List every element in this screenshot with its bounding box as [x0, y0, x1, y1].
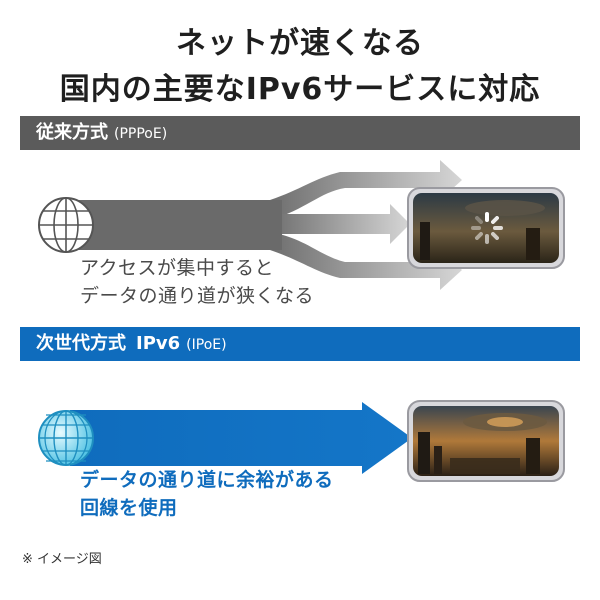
loading-spinner-icon: [471, 212, 503, 244]
legacy-caption-line-2: データの通り道が狭くなる: [80, 285, 315, 307]
ipv6-phone: [407, 400, 565, 482]
legacy-method-header: 従来方式 (PPPoE): [20, 116, 580, 150]
legacy-arrow-bottom: [270, 232, 462, 290]
ipv6-caption-line-2: 回線を使用: [80, 497, 178, 519]
ipv6-globe-icon: [38, 410, 94, 466]
ipv6-method-subtitle: (IPoE): [186, 337, 227, 353]
headline-line-1: ネットが速くなる: [176, 26, 424, 61]
legacy-globe-icon: [38, 197, 94, 253]
legacy-caption: アクセスが集中すると データの通り道が狭くなる: [80, 254, 314, 310]
legacy-arrow-top: [270, 160, 462, 220]
ipv6-method-protocol: IPv6: [136, 333, 181, 354]
ipv6-method-title: 次世代方式: [36, 333, 126, 354]
ipv6-caption: データの通り道に余裕がある 回線を使用: [80, 466, 334, 522]
legacy-branching-arrows: [62, 160, 462, 290]
legacy-method-subtitle: (PPPoE): [114, 126, 168, 142]
ipv6-wide-arrow: [70, 402, 412, 474]
image-note: ※ イメージ図: [22, 552, 102, 567]
headline-line-2: 国内の主要なIPv6サービスに対応: [59, 72, 541, 107]
legacy-main-pipe: [62, 200, 282, 250]
legacy-arrow-middle: [270, 204, 410, 244]
legacy-caption-line-1: アクセスが集中すると: [80, 257, 275, 279]
ipv6-caption-line-1: データの通り道に余裕がある: [80, 469, 334, 491]
legacy-phone: [407, 187, 565, 269]
ipv6-method-header: 次世代方式 IPv6 (IPoE): [20, 327, 580, 361]
legacy-method-title: 従来方式: [36, 122, 108, 143]
